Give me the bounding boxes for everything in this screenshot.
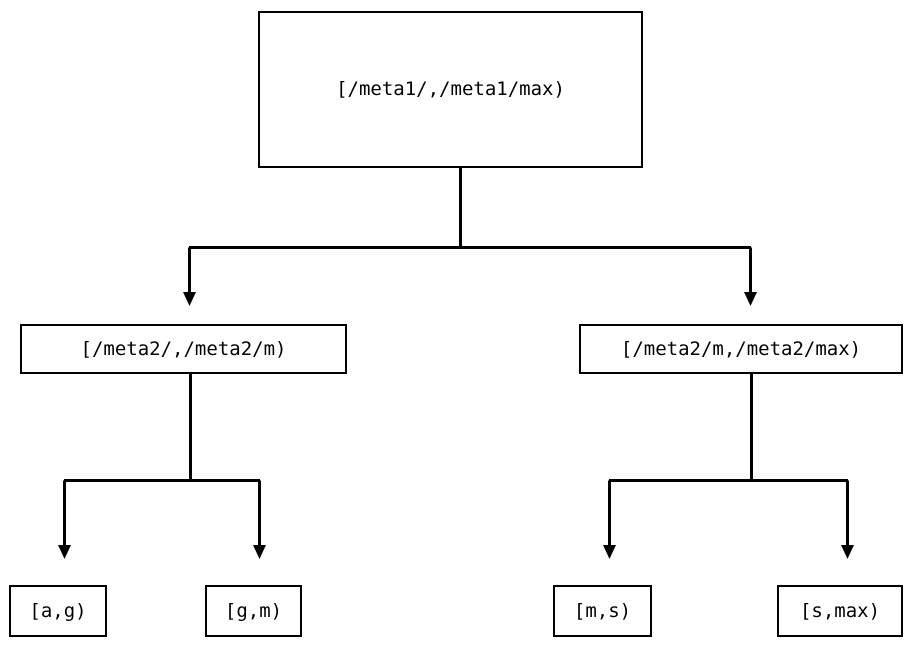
node-leaf-ag[interactable]: [a,g) [9, 585, 107, 637]
edge-mid-right-to-leaves [603, 374, 854, 559]
arrowhead-icon-leaf-gm [253, 545, 266, 559]
node-leaf-smax[interactable]: [s,max) [777, 585, 903, 637]
node-leaf-smax-label: [s,max) [799, 599, 881, 622]
arrowhead-icon-leaf-smax [841, 545, 854, 559]
edge-root-to-mid-level [183, 168, 757, 306]
node-mid-left-label: [/meta2/,/meta2/m) [80, 337, 287, 360]
edge-mid-left-to-leaves [58, 374, 266, 559]
arrowhead-icon-leaf-ag [58, 545, 71, 559]
node-mid-left[interactable]: [/meta2/,/meta2/m) [20, 324, 347, 374]
node-mid-right-label: [/meta2/m,/meta2/max) [620, 337, 862, 360]
node-mid-right[interactable]: [/meta2/m,/meta2/max) [579, 324, 903, 374]
node-leaf-ms-label: [m,s) [573, 599, 632, 622]
node-leaf-ag-label: [a,g) [29, 599, 87, 622]
node-root-label: [/meta1/,/meta1/max) [336, 78, 565, 100]
arrowhead-icon-leaf-ms [603, 545, 616, 559]
node-root[interactable]: [/meta1/,/meta1/max) [258, 11, 643, 168]
node-leaf-gm[interactable]: [g,m) [205, 585, 302, 637]
arrowhead-icon-root-left [183, 292, 196, 306]
node-leaf-ms[interactable]: [m,s) [553, 585, 652, 637]
arrowhead-icon-root-right [744, 292, 757, 306]
node-leaf-gm-label: [g,m) [224, 599, 283, 622]
